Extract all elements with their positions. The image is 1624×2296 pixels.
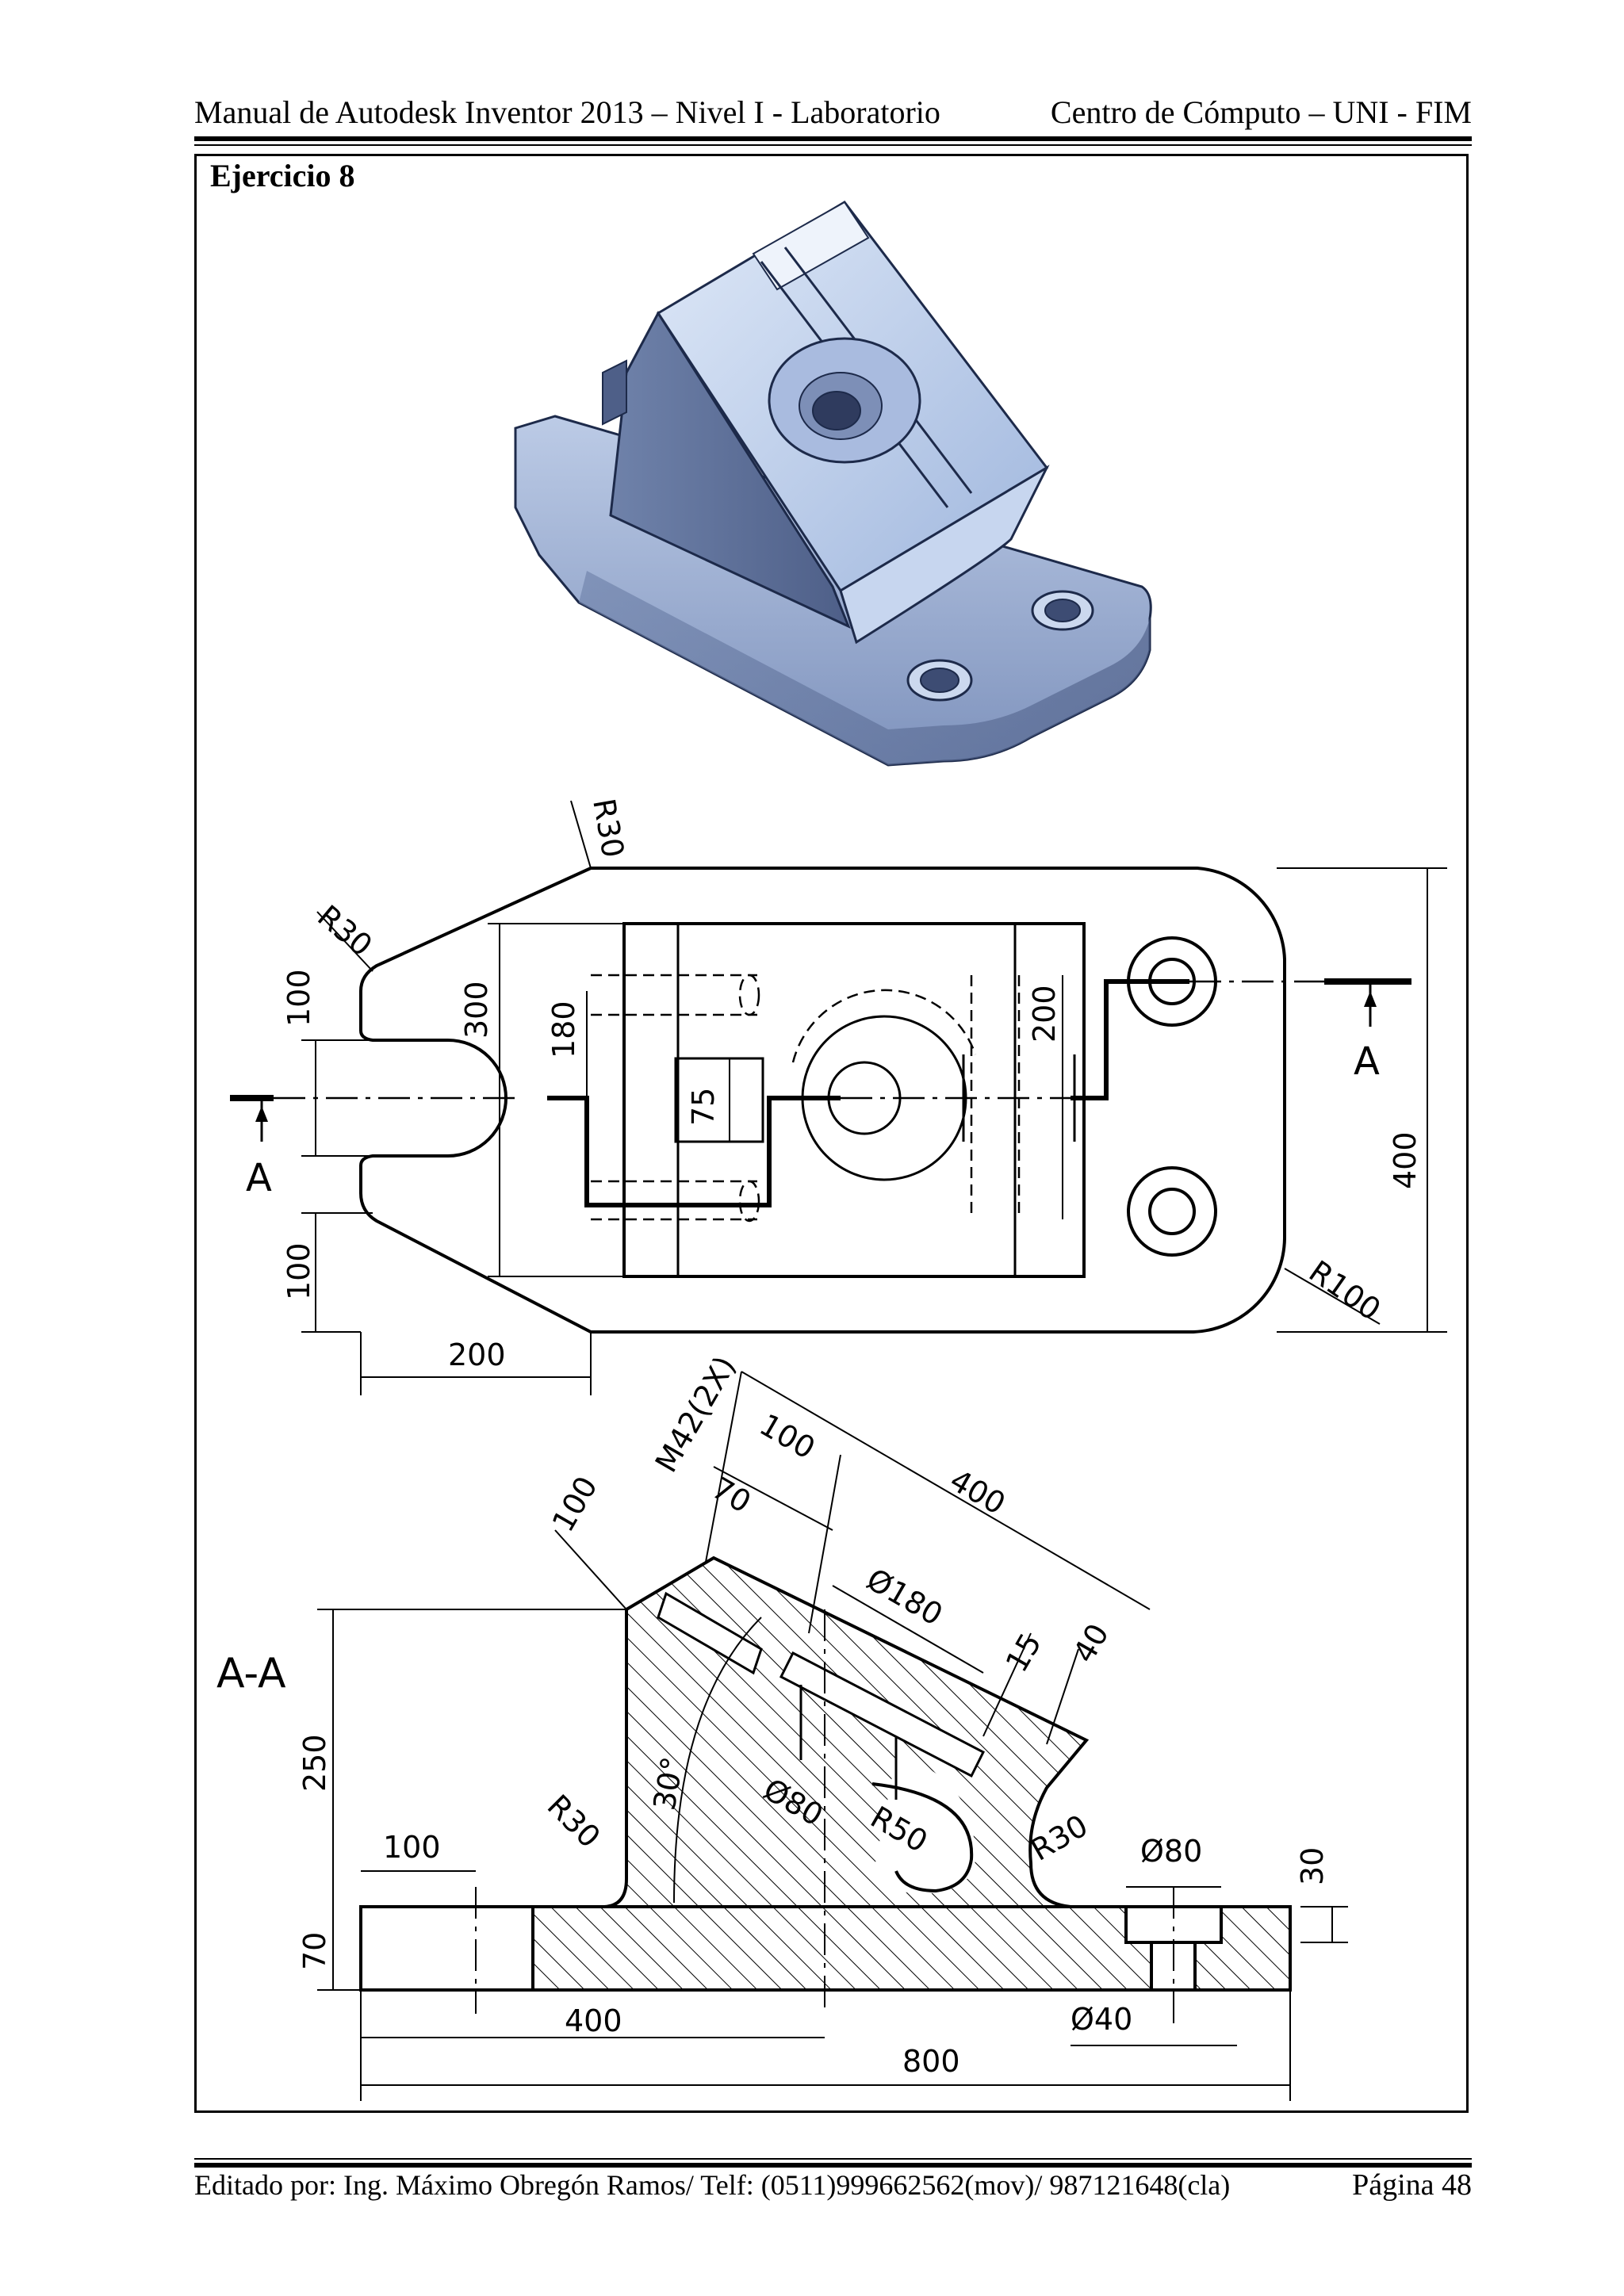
section-marker-right: A bbox=[1354, 1039, 1380, 1084]
dim-r30-left: R30 bbox=[311, 898, 379, 963]
dim-phi40: Ø40 bbox=[1071, 2002, 1132, 2037]
section-marker-left: A bbox=[246, 1156, 272, 1200]
dim-100-b: 100 bbox=[546, 1471, 604, 1538]
dim-70-a: 70 bbox=[707, 1471, 757, 1520]
dim-200-inner: 200 bbox=[1027, 985, 1062, 1043]
page-number: Página 48 bbox=[1352, 2168, 1472, 2202]
exercise-title: Ejercicio 8 bbox=[210, 158, 355, 193]
section-label: A-A bbox=[216, 1650, 286, 1697]
exercise-frame bbox=[194, 154, 1469, 2113]
dim-100-base: 100 bbox=[383, 1830, 441, 1865]
dim-100-top: 100 bbox=[282, 969, 316, 1027]
dim-200-bottom: 200 bbox=[448, 1337, 506, 1372]
dim-phi180: Ø180 bbox=[861, 1562, 949, 1632]
dim-r30-top: R30 bbox=[586, 796, 630, 860]
section-view bbox=[359, 1556, 1292, 2030]
dim-800: 800 bbox=[902, 2044, 960, 2079]
footer-rule-thin bbox=[194, 2158, 1472, 2160]
dim-100-bottom: 100 bbox=[282, 1242, 316, 1300]
header-institution: Centro de Cómputo – UNI - FIM bbox=[1050, 94, 1472, 130]
dim-phi80-hole: Ø80 bbox=[1140, 1834, 1202, 1869]
header-title: Manual de Autodesk Inventor 2013 – Nivel… bbox=[194, 94, 940, 130]
dim-15: 15 bbox=[999, 1628, 1048, 1678]
dim-400-slant: 400 bbox=[944, 1463, 1012, 1521]
dim-180: 180 bbox=[546, 1001, 581, 1058]
dim-400: 400 bbox=[1388, 1131, 1423, 1189]
footer-rule-thick bbox=[194, 2163, 1472, 2168]
footer-author: Editado por: Ing. Máximo Obregón Ramos/ … bbox=[194, 2169, 1231, 2201]
top-view-dim-text: R30 R30 100 300 180 75 200 400 R100 100 … bbox=[246, 796, 1423, 1372]
header-rule-thin bbox=[194, 144, 1472, 146]
header-rule-thick bbox=[194, 136, 1472, 141]
section-view-dimensions bbox=[317, 1371, 1348, 2101]
dim-m42: M42(2X) bbox=[649, 1350, 743, 1478]
dim-250: 250 bbox=[297, 1734, 332, 1792]
top-view-dimensions bbox=[301, 800, 1447, 1395]
dim-r100: R100 bbox=[1303, 1253, 1387, 1327]
isometric-part-render bbox=[514, 201, 1152, 767]
top-view bbox=[230, 867, 1411, 1334]
dim-r30-left: R30 bbox=[541, 1788, 607, 1854]
dim-300: 300 bbox=[459, 981, 494, 1039]
dim-75: 75 bbox=[686, 1088, 721, 1126]
dim-400-base: 400 bbox=[565, 2003, 622, 2038]
dim-30: 30 bbox=[1295, 1847, 1330, 1885]
dim-70-base: 70 bbox=[297, 1932, 332, 1970]
dim-100-a: 100 bbox=[754, 1407, 822, 1466]
